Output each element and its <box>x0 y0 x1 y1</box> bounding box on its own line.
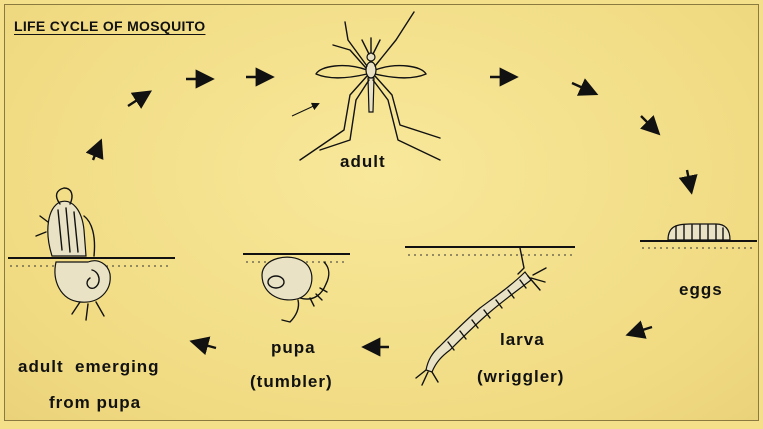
stage-label-pupa: pupa <box>271 338 316 358</box>
stage-label-emerging-line1: adult emerging <box>18 357 160 377</box>
stage-label-emerging-line2: from pupa <box>49 393 141 413</box>
arrow-6 <box>572 83 594 93</box>
pupa-illustration <box>243 254 350 322</box>
adult-mosquito-illustration <box>292 12 440 160</box>
eggs-illustration <box>640 224 757 248</box>
larva-illustration <box>405 247 575 385</box>
stage-label-larva-alias: (wriggler) <box>477 367 564 387</box>
emerging-adult-illustration <box>8 188 175 320</box>
arrow-8 <box>687 170 691 190</box>
arrow-9 <box>630 327 652 334</box>
stage-label-pupa-alias: (tumbler) <box>250 372 333 392</box>
stage-label-adult: adult <box>340 152 386 172</box>
stage-label-eggs: eggs <box>679 280 723 300</box>
stage-label-larva: larva <box>500 330 545 350</box>
arrow-7 <box>641 116 657 132</box>
arrow-2 <box>128 93 148 106</box>
arrow-1 <box>93 143 100 160</box>
arrow-11 <box>194 342 216 348</box>
